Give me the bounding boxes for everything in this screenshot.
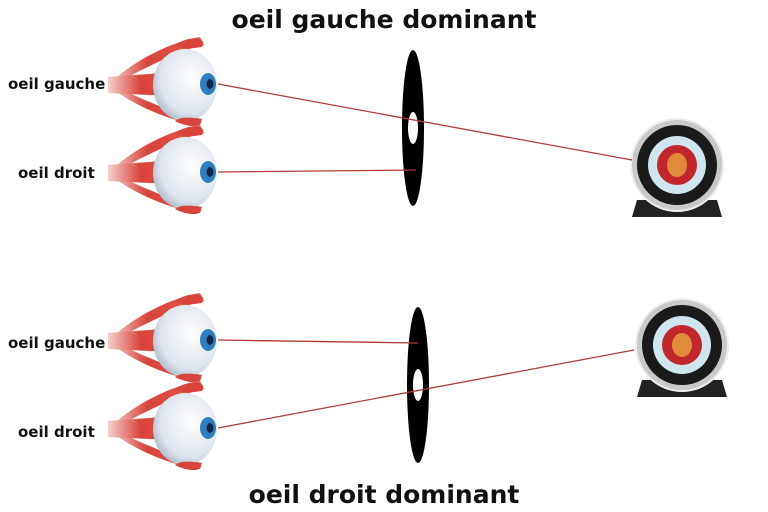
bottom-right-eye-icon [108, 381, 217, 471]
bottom-left-eye-icon [108, 293, 217, 383]
top-left-eye-sight-line [217, 83, 633, 161]
top-left-eye-label: oeil gauche [8, 75, 105, 93]
bottom-target-icon [635, 298, 729, 398]
top-left-eye-icon [108, 37, 217, 127]
bottom-hole-card-icon [407, 307, 429, 463]
top-right-eye-icon [108, 125, 217, 215]
top-panel-title: oeil gauche dominant [232, 5, 537, 34]
top-right-eye-sight-line [217, 169, 417, 173]
bottom-left-eye-label: oeil gauche [8, 334, 105, 352]
bottom-panel-title: oeil droit dominant [249, 480, 520, 509]
bottom-left-eye-sight-line [217, 339, 419, 344]
top-target-icon [630, 118, 724, 218]
bottom-right-eye-label: oeil droit [18, 423, 95, 441]
top-hole-card-icon [402, 50, 424, 206]
top-right-eye-label: oeil droit [18, 164, 95, 182]
bottom-right-eye-sight-line [217, 349, 635, 429]
